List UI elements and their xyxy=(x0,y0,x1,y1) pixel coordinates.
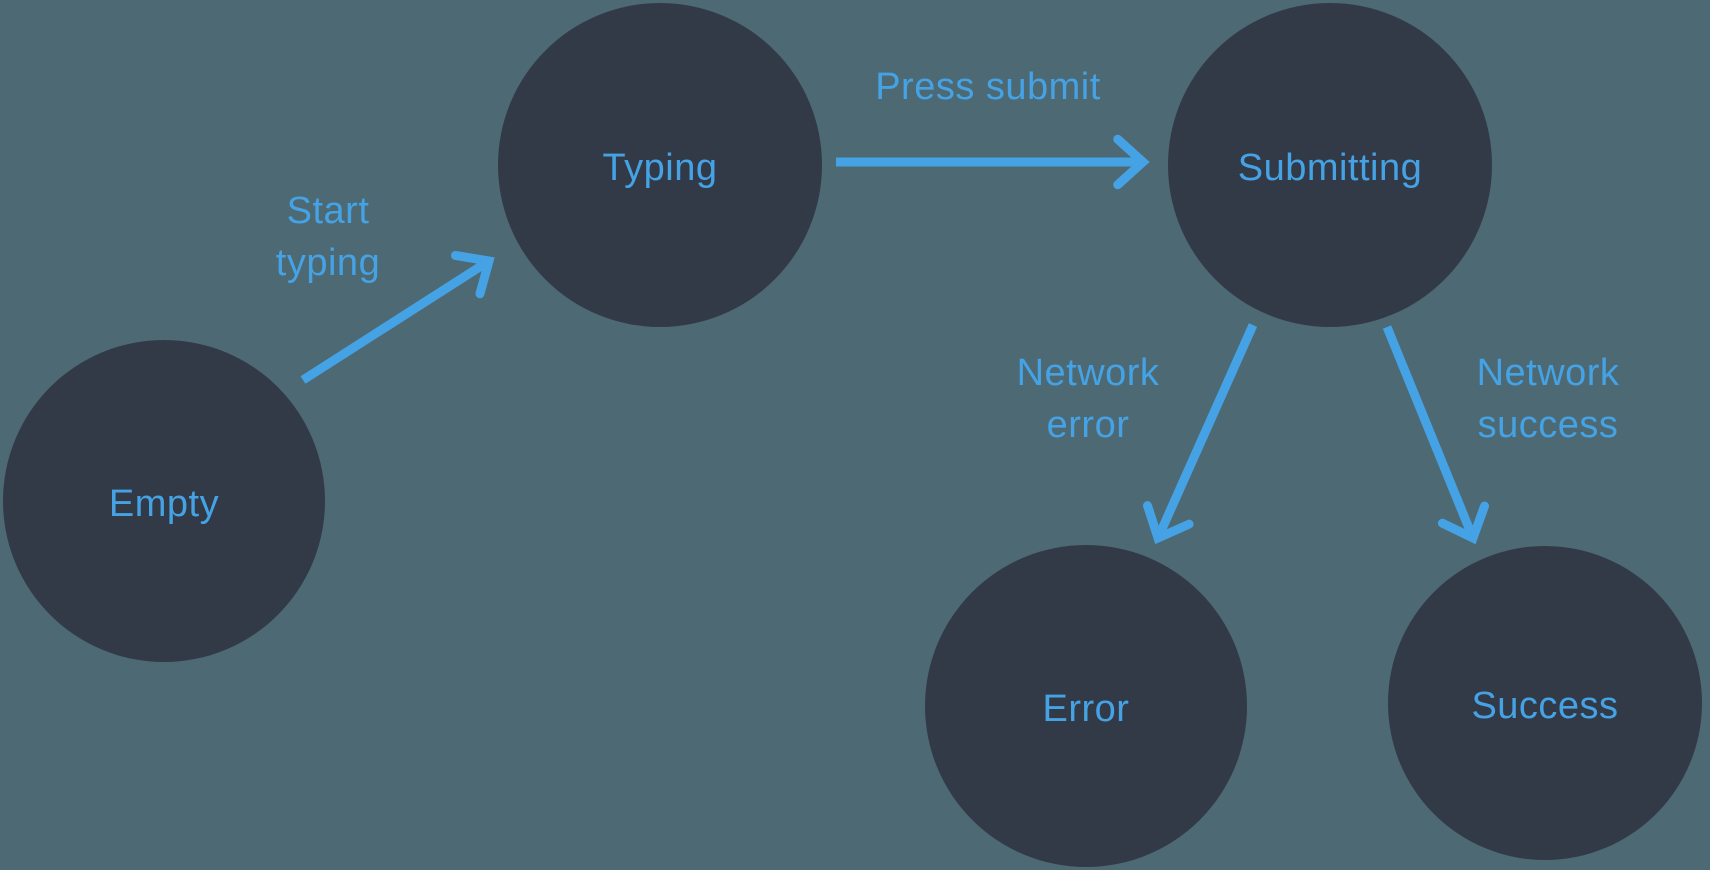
state-node-success: Success xyxy=(1388,546,1702,860)
transition-label-line: Network xyxy=(1016,352,1160,394)
state-label-submitting: Submitting xyxy=(1237,146,1423,189)
transition-label-network-error: Network error xyxy=(1017,347,1160,451)
state-node-empty: Empty xyxy=(3,340,325,662)
transition-arrow-network-error xyxy=(1154,323,1258,539)
transition-label-line: Press submit xyxy=(875,66,1101,108)
arrowhead-icon-press-submit xyxy=(1113,134,1150,190)
state-node-error: Error xyxy=(925,545,1247,867)
state-node-typing: Typing xyxy=(498,3,822,327)
transition-label-line: error xyxy=(1046,404,1130,446)
transition-label-line: success xyxy=(1477,404,1619,446)
arrowhead-icon-start-typing xyxy=(450,250,495,299)
arrowhead-icon-network-success xyxy=(1437,501,1490,545)
transition-label-start-typing: Start typing xyxy=(276,185,380,289)
transition-label-line: typing xyxy=(275,242,381,284)
state-label-success: Success xyxy=(1471,684,1619,727)
transition-label-network-success: Network success xyxy=(1477,347,1620,451)
transition-arrow-network-success xyxy=(1382,325,1477,538)
state-label-empty: Empty xyxy=(108,482,220,525)
state-label-typing: Typing xyxy=(602,146,718,189)
state-node-submitting: Submitting xyxy=(1168,3,1492,327)
transition-label-line: Start xyxy=(286,190,370,232)
state-label-error: Error xyxy=(1042,687,1130,730)
arrowhead-icon-network-error xyxy=(1143,501,1194,545)
transition-label-line: Network xyxy=(1476,352,1620,394)
transition-label-press-submit: Press submit xyxy=(875,61,1101,113)
transition-arrow-start-typing xyxy=(300,258,490,384)
